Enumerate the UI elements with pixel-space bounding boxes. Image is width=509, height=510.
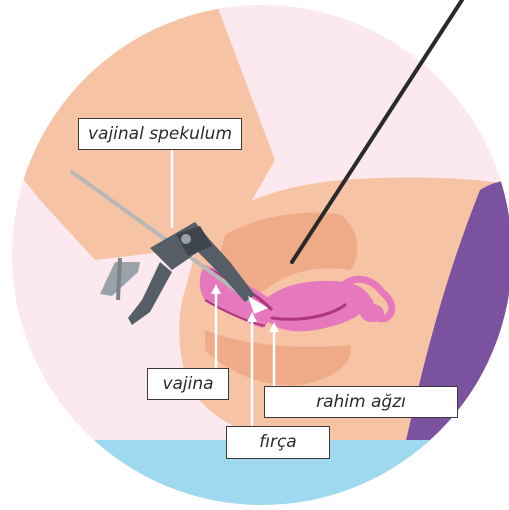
label-brush: fırça: [226, 426, 330, 459]
label-cervix: rahim ağzı: [264, 386, 458, 418]
label-vagina: vajina: [147, 368, 229, 400]
label-speculum: vajinal spekulum: [78, 118, 242, 150]
ovary: [360, 304, 384, 322]
